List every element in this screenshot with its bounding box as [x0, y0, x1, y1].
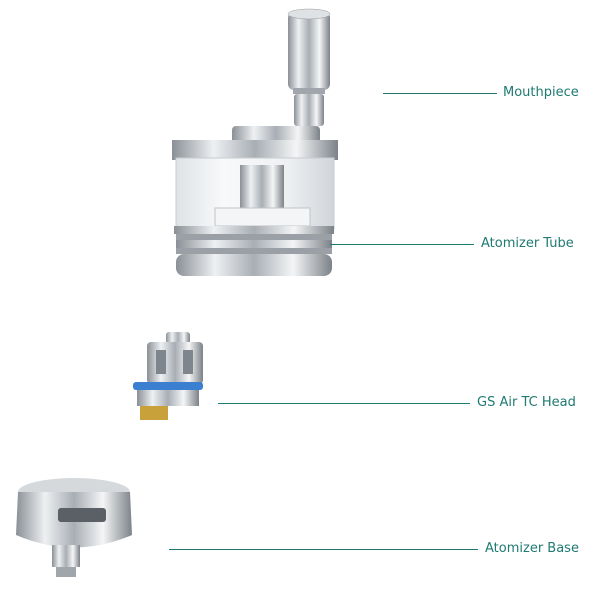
coil-head-label: GS Air TC Head — [477, 395, 576, 410]
mouthpiece-part — [287, 8, 331, 126]
atomizer-base-label: Atomizer Base — [485, 541, 579, 556]
atomizer-tube-label: Atomizer Tube — [481, 236, 574, 251]
atomizer-tube-part — [172, 126, 338, 276]
atomizer-base-leader-line — [169, 549, 478, 550]
atomizer-tube-leader-line — [330, 244, 474, 245]
coil-head-leader-line — [218, 403, 470, 404]
coil-head-part — [133, 332, 203, 420]
mouthpiece-leader-line — [383, 93, 497, 94]
atomizer-base-part — [16, 478, 132, 577]
mouthpiece-label: Mouthpiece — [503, 85, 579, 100]
